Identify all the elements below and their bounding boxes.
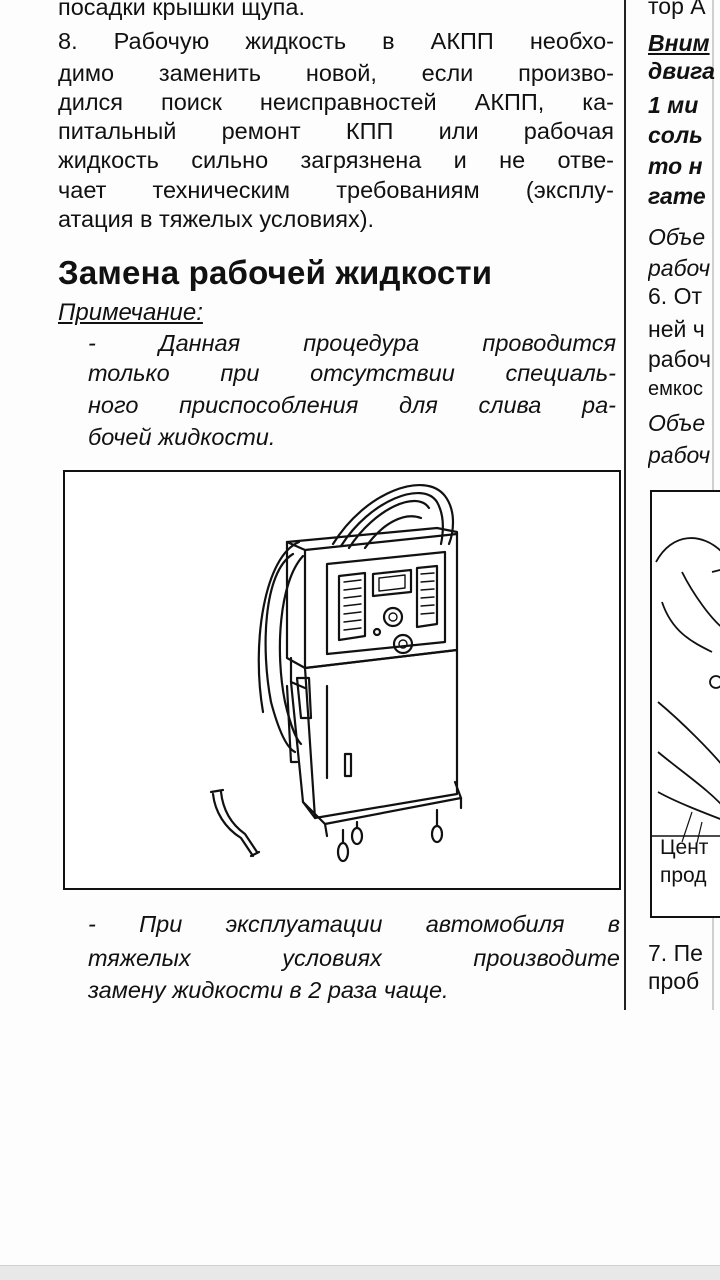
right-line-8: Объе	[648, 224, 706, 250]
right-line-13: емкос	[648, 378, 703, 400]
note-label: Примечание:	[58, 299, 203, 326]
right-line-4: 1 ми	[648, 92, 699, 118]
para8-line-3: дился поиск неисправностей АКПП, ка-	[58, 89, 614, 115]
right-bottom-line-1: 7. Пе	[648, 940, 703, 966]
after-note-line-1: - При эксплуатации автомобиля в	[88, 911, 620, 937]
right-line-7: гате	[648, 183, 706, 209]
screen-bottom-strip	[0, 1265, 720, 1280]
top-line: посадки крышки щупа.	[58, 0, 305, 20]
right-line-10: 6. От	[648, 283, 702, 309]
after-note-line-3: замену жидкости в 2 раза чаще.	[88, 977, 449, 1003]
note-line-2: только при отсутствии специаль-	[88, 360, 616, 386]
para8-line-2: димо заменить новой, если произво-	[58, 60, 614, 86]
right-line-1: тор А	[648, 0, 706, 19]
section-heading: Замена рабочей жидкости	[58, 254, 493, 291]
right-line-6: то н	[648, 153, 703, 179]
after-note-line-2: тяжелых условиях производите	[88, 945, 620, 971]
para8-line-7: атация в тяжелых условиях).	[58, 206, 375, 232]
column-divider	[624, 0, 626, 1010]
note-line-3: ного приспособления для слива ра-	[88, 392, 616, 418]
para8-line-5: жидкость сильно загрязнена и не отве-	[58, 147, 614, 173]
right-column: тор А Вним двига 1 ми соль то н гате Объ…	[648, 0, 720, 1100]
right-line-14: Объе	[648, 410, 706, 436]
right-line-11: ней ч	[648, 316, 705, 342]
right-line-5: соль	[648, 122, 703, 148]
note-line-4: бочей жидкости.	[88, 424, 276, 450]
para8-line-4: питальный ремонт КПП или рабочая	[58, 118, 614, 144]
right-figure-drawing	[652, 537, 720, 848]
right-line-12: рабоч	[648, 346, 712, 372]
right-bottom-line-2: проб	[648, 968, 700, 994]
right-line-2: Вним	[648, 30, 710, 56]
right-line-3: двига	[648, 58, 715, 84]
right-line-15: рабоч	[648, 442, 711, 468]
note-line-1: - Данная процедура проводится	[88, 330, 616, 356]
machine-drawing	[209, 484, 463, 863]
para8-line-1: 8. Рабочую жидкость в АКПП необхо-	[58, 28, 614, 54]
right-figure-caption-2: прод	[660, 864, 707, 887]
para8-line-6: чает техническим требованиям (эксплу-	[58, 177, 614, 203]
fluid-exchange-machine-illustration	[63, 470, 621, 890]
right-figure-caption-1: Цент	[660, 836, 709, 859]
right-line-9: рабоч	[648, 255, 711, 281]
right-figure-fragment: Цент прод	[650, 490, 720, 918]
